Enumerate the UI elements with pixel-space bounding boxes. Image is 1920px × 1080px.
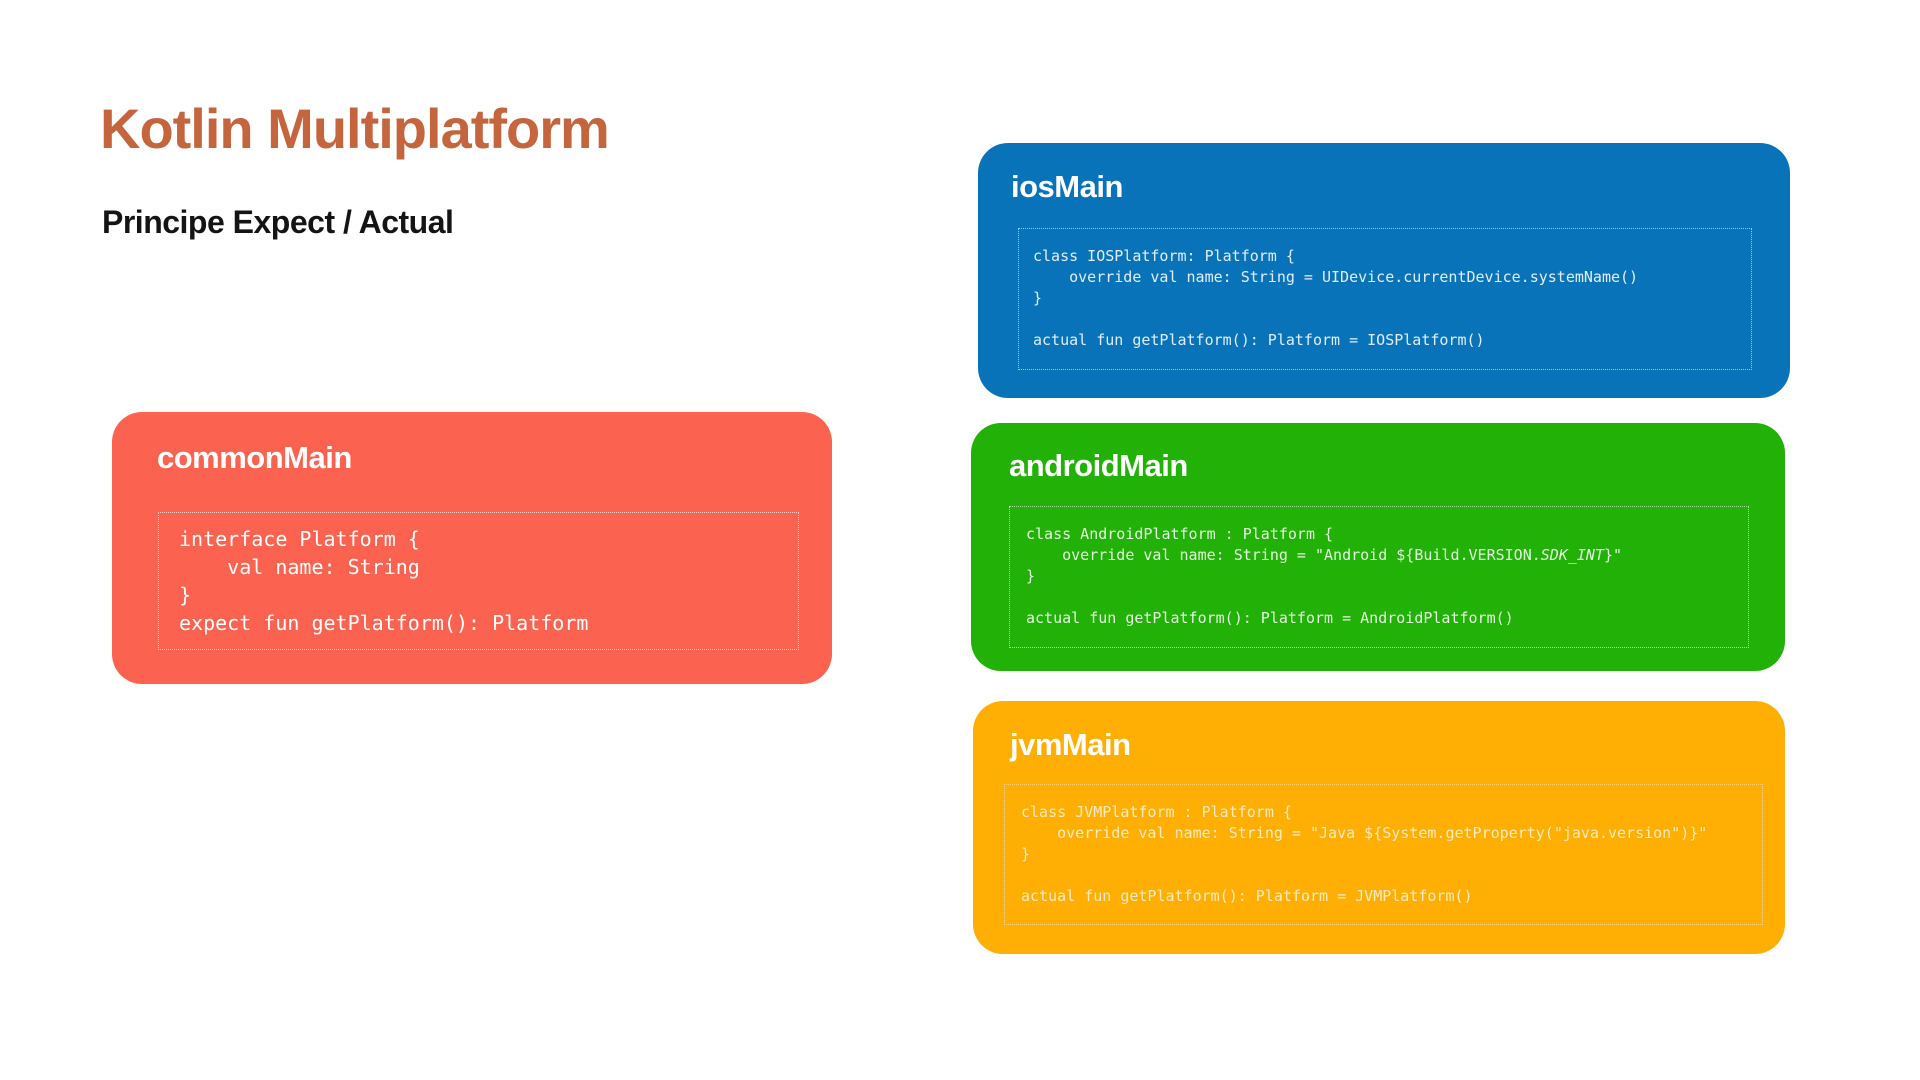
module-card-commonmain: commonMain interface Platform { val name… <box>112 412 832 684</box>
code-block-commonmain: interface Platform { val name: String}ex… <box>158 512 799 650</box>
module-card-jvmmain: jvmMain class JVMPlatform : Platform { o… <box>973 701 1785 954</box>
page-subtitle: Principe Expect / Actual <box>102 204 454 240</box>
module-card-title: androidMain <box>1009 448 1188 483</box>
module-card-androidmain: androidMain class AndroidPlatform : Plat… <box>971 423 1785 671</box>
page-title: Kotlin Multiplatform <box>100 97 610 160</box>
module-card-title: jvmMain <box>1010 727 1131 762</box>
code-block-androidmain: class AndroidPlatform : Platform { overr… <box>1009 506 1749 648</box>
module-card-iosmain: iosMain class IOSPlatform: Platform { ov… <box>978 143 1790 398</box>
code-block-iosmain: class IOSPlatform: Platform { override v… <box>1018 228 1752 370</box>
module-card-title: commonMain <box>157 440 352 475</box>
code-block-jvmmain: class JVMPlatform : Platform { override … <box>1004 784 1763 925</box>
module-card-title: iosMain <box>1011 169 1123 204</box>
